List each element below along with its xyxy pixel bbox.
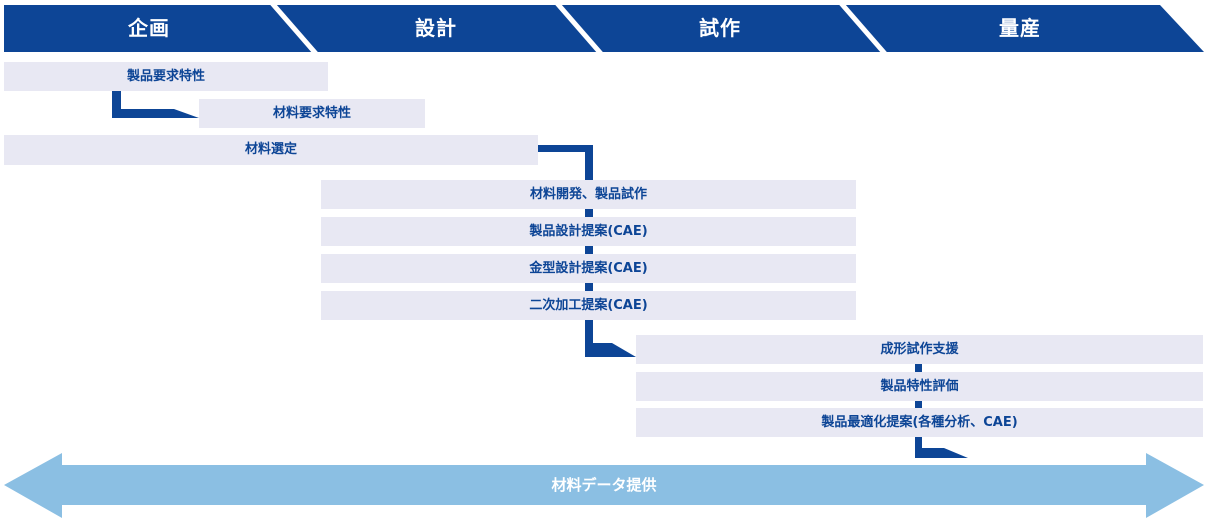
- step-box: 製品要求特性: [4, 62, 328, 91]
- phase-mass-production: 量産: [999, 16, 1041, 40]
- step-box: 二次加工提案(CAE): [321, 291, 856, 320]
- step-box: 成形試作支援: [636, 335, 1203, 364]
- phase-prototype: 試作: [699, 16, 741, 40]
- connector-arrow: [538, 145, 636, 357]
- material-data-arrow: [4, 453, 1204, 518]
- phase-design: 設計: [415, 16, 457, 40]
- step-box: 製品設計提案(CAE): [321, 217, 856, 246]
- material-data-label: 材料データ提供: [551, 476, 657, 494]
- step-box: 材料選定: [4, 135, 538, 165]
- step-box: 材料開発、製品試作: [321, 180, 856, 209]
- phase-divider: [554, 0, 605, 58]
- step-box: 製品特性評価: [636, 372, 1203, 401]
- step-box: 製品最適化提案(各種分析、CAE): [636, 408, 1203, 437]
- step-box: 金型設計提案(CAE): [321, 254, 856, 283]
- step-box: 材料要求特性: [199, 99, 425, 128]
- phase-planning: 企画: [128, 16, 170, 40]
- phase-divider: [838, 0, 889, 58]
- connector-arrow: [112, 91, 199, 118]
- phase-divider: [269, 0, 320, 58]
- connector-arrow: [915, 437, 968, 458]
